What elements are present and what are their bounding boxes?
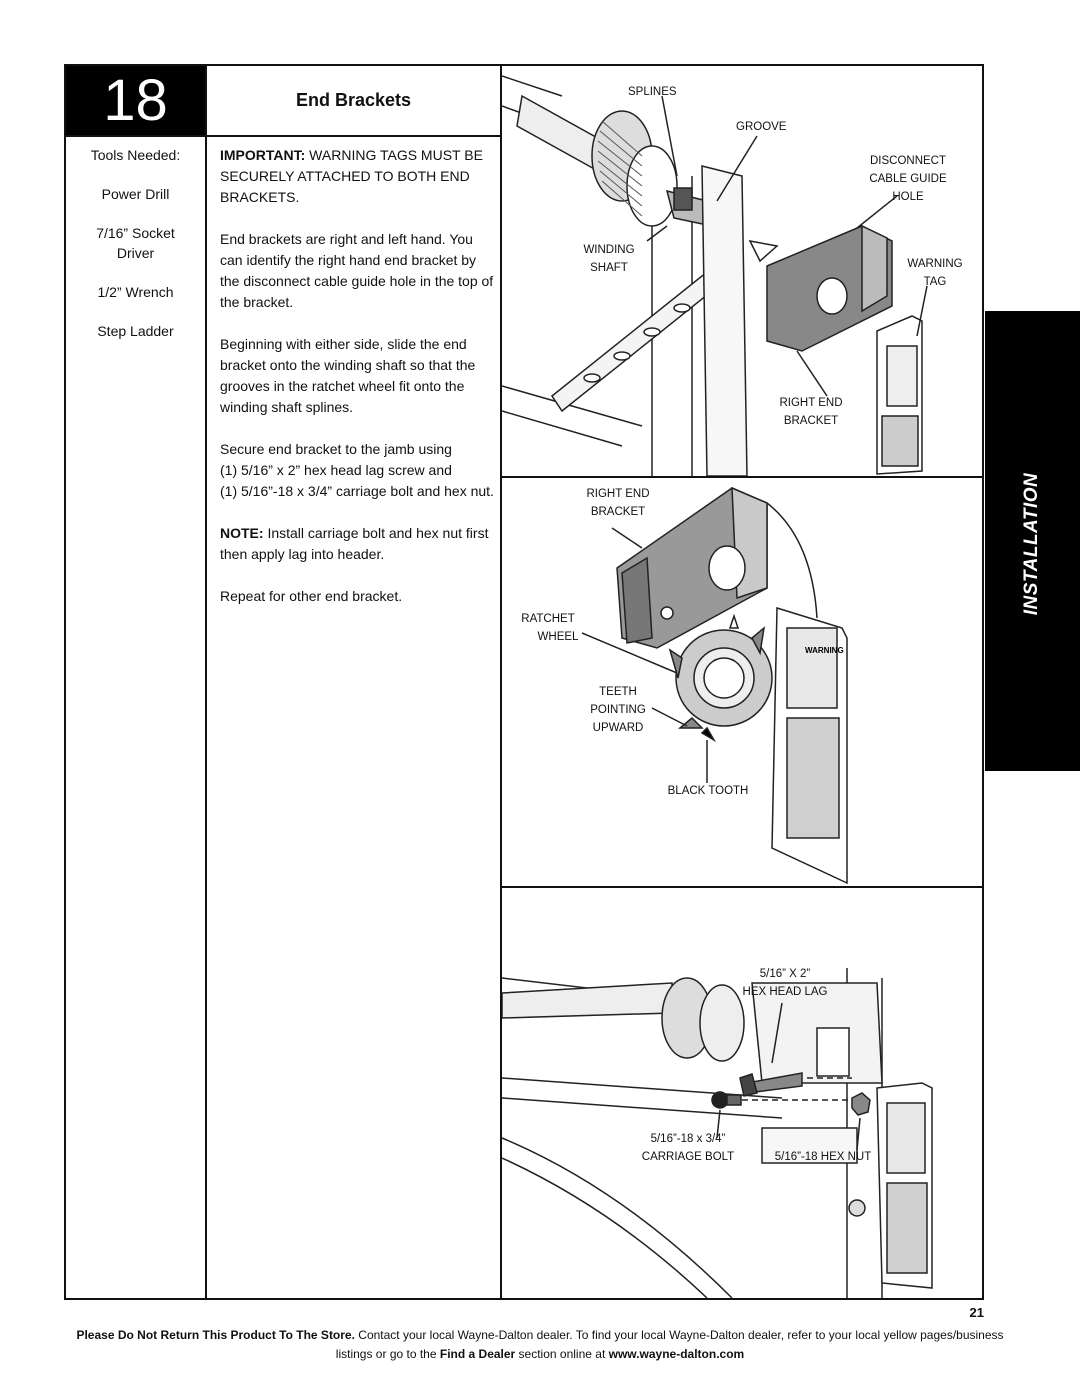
paragraph-slide: Beginning with either side, slide the en…	[220, 336, 476, 415]
label-lag-type: HEX HEAD LAG	[742, 986, 828, 998]
column-divider-left	[205, 64, 207, 1300]
footer-bold-notice: Please Do Not Return This Product To The…	[76, 1328, 355, 1342]
step-frame	[64, 64, 984, 1300]
instructions: IMPORTANT: WARNING TAGS MUST BE SECURELY…	[220, 145, 495, 628]
secure-intro: Secure end bracket to the jamb using	[220, 441, 452, 457]
label-groove: GROOVE	[736, 121, 787, 133]
section-tab-label: INSTALLATION	[1021, 472, 1042, 616]
label-hex-nut: 5/16”-18 HEX NUT	[774, 1151, 872, 1163]
footer-notice: Please Do Not Return This Product To The…	[70, 1326, 1010, 1364]
label-hole: HOLE	[892, 191, 924, 203]
step-title: End Brackets	[295, 90, 412, 110]
tools-heading: Tools Needed:	[90, 147, 181, 163]
footer-text-1: Contact your local Wayne-Dalton dealer. …	[335, 1328, 1004, 1361]
label-right-end-2: RIGHT END	[586, 488, 650, 500]
important-label: IMPORTANT:	[220, 147, 306, 163]
figure-divider-2	[502, 886, 984, 888]
label-cable-guide: CABLE GUIDE	[869, 173, 947, 185]
label-bracket-2: BRACKET	[590, 506, 646, 518]
label-teeth: TEETH	[599, 686, 637, 698]
tools-list: Tools Needed: Power Drill 7/16” Socket D…	[66, 145, 205, 360]
section-tab	[985, 311, 1080, 771]
header-rule	[66, 135, 500, 137]
label-winding: WINDING	[583, 244, 635, 256]
label-right-end: RIGHT END	[779, 397, 843, 409]
label-warning: WARNING	[907, 258, 963, 270]
label-disconnect: DISCONNECT	[869, 155, 947, 167]
label-bracket: BRACKET	[783, 415, 839, 427]
label-pointing: POINTING	[590, 704, 646, 716]
label-bolt-size: 5/16”-18 x 3/4”	[650, 1133, 726, 1145]
paragraph-secure: Secure end bracket to the jamb using (1)…	[220, 439, 495, 502]
label-splines: SPLINES	[628, 86, 677, 98]
figure-shaft-bracket	[502, 75, 928, 476]
note-paragraph: NOTE: Install carriage bolt and hex nut …	[220, 523, 495, 565]
paragraph-brackets: End brackets are right and left hand. Yo…	[220, 231, 494, 310]
important-paragraph: IMPORTANT: WARNING TAGS MUST BE SECURELY…	[220, 145, 495, 208]
label-black-tooth: BLACK TOOTH	[667, 785, 749, 797]
footer-url-link[interactable]: www.wayne-dalton.com	[608, 1347, 745, 1361]
page-number: 21	[969, 1305, 984, 1320]
tool-item: Step Ladder	[97, 323, 174, 339]
important-text: WARNING TAGS MUST BE SECURELY ATTACHED T…	[220, 147, 483, 205]
note-text: Install carriage bolt and hex nut first …	[220, 525, 489, 562]
paragraph-repeat: Repeat for other end bracket.	[220, 588, 403, 604]
figure-divider-1	[502, 476, 984, 478]
footer-find-dealer: Find a Dealer	[439, 1347, 516, 1361]
label-shaft: SHAFT	[590, 262, 628, 274]
label-bolt-type: CARRIAGE BOLT	[641, 1151, 735, 1163]
step-number: 18	[66, 66, 205, 135]
label-lag-size: 5/16” X 2”	[759, 968, 811, 980]
tool-item: 7/16” Socket Driver	[96, 225, 175, 261]
secure-line-bolt: (1) 5/16”-18 x 3/4” carriage bolt and he…	[220, 483, 494, 499]
column-divider-right	[500, 64, 502, 1300]
label-upward: UPWARD	[592, 722, 644, 734]
secure-line-lag: (1) 5/16” x 2” hex head lag screw and	[220, 462, 452, 478]
note-label: NOTE:	[220, 525, 264, 541]
footer-text-2: section online at	[515, 1347, 609, 1361]
label-ratchet: RATCHET	[521, 613, 575, 625]
tag-warning-word: WARNING	[805, 646, 844, 655]
tool-item: 1/2” Wrench	[97, 284, 174, 300]
figure-ratchet-wheel: WARNING	[581, 486, 848, 885]
label-wheel: WHEEL	[537, 631, 579, 643]
label-tag: TAG	[923, 276, 947, 288]
figure-fasteners	[502, 968, 933, 1298]
tool-item: Power Drill	[101, 186, 170, 202]
